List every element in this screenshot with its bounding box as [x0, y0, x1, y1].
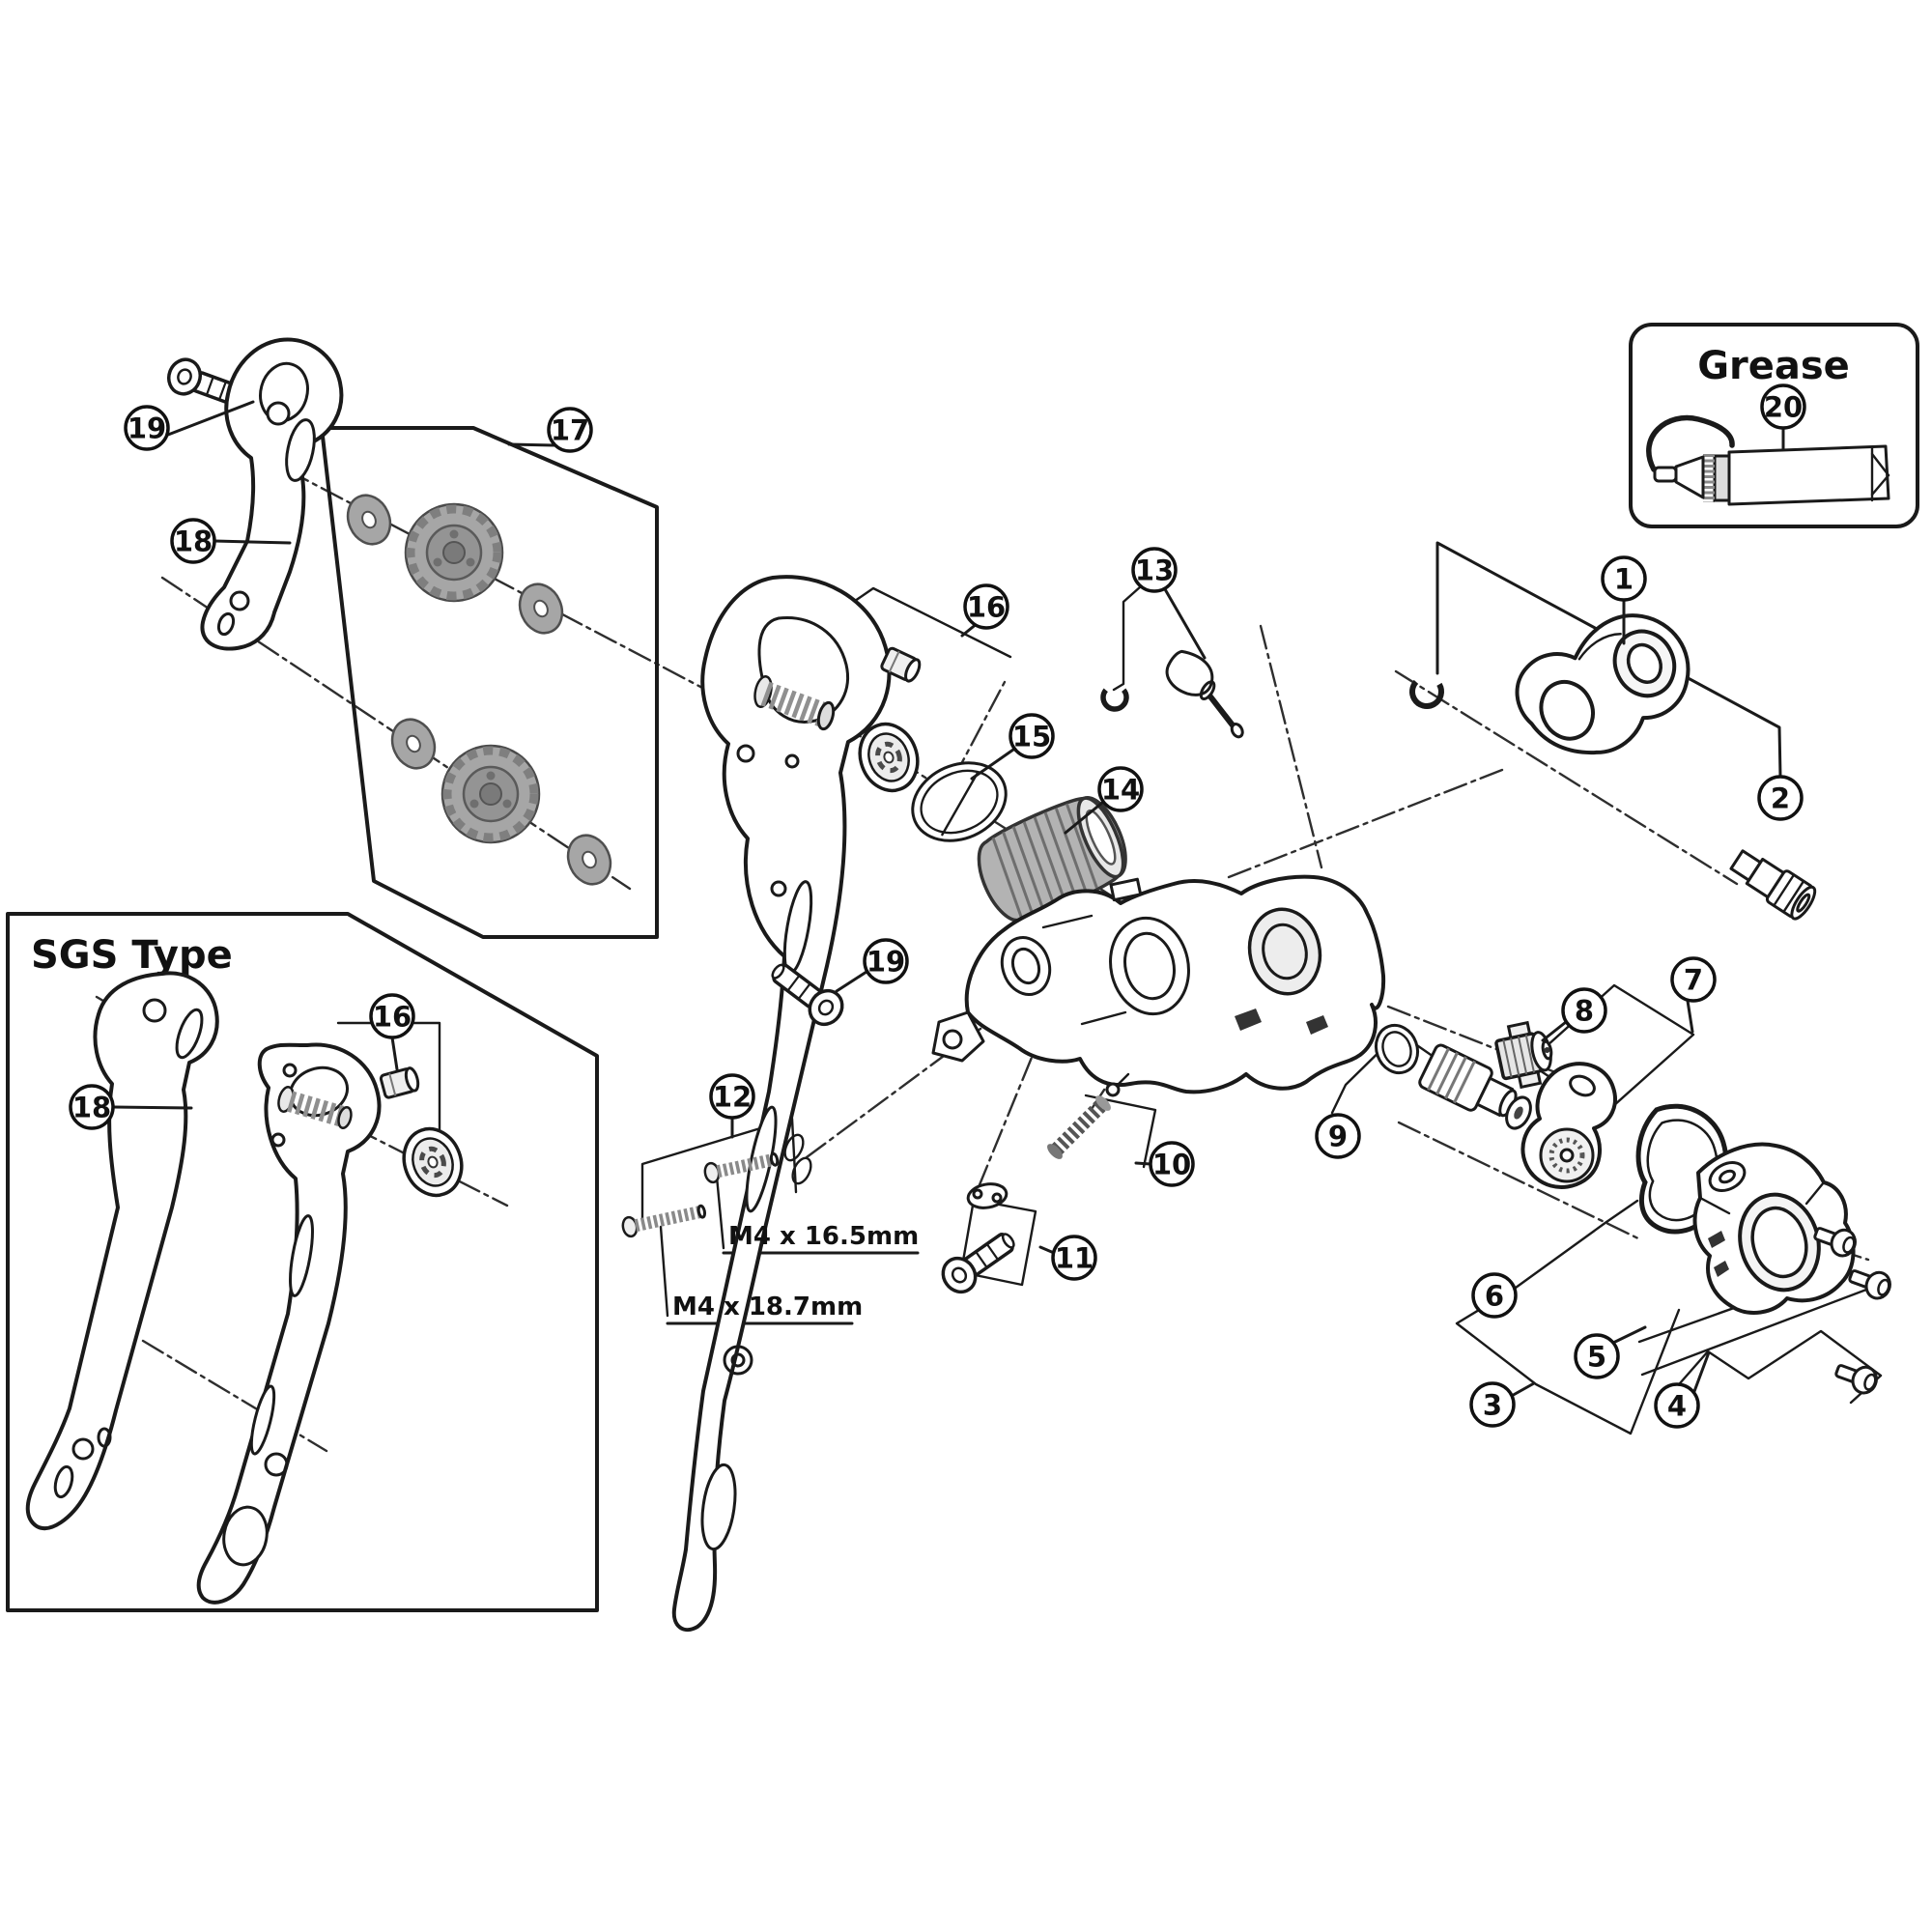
bracket-axle-unit	[1692, 1142, 1856, 1315]
bracket-12	[640, 1117, 798, 1222]
leader-lines	[111, 400, 1785, 1399]
dim-bracket-a	[715, 1175, 725, 1250]
derailleur-body	[931, 874, 1386, 1094]
callout-number-7: 7	[1684, 964, 1703, 997]
o-ring-seal	[911, 761, 1008, 842]
dim-label-m4-18-7: M4 x 18.7mm	[672, 1293, 863, 1321]
callout-19-lower: 19	[863, 938, 909, 984]
bracket-screw-2	[1844, 1262, 1895, 1303]
pulley-group-box	[320, 426, 659, 939]
cable-fixing-plate	[966, 1182, 1009, 1209]
callout-18-sgs: 18	[69, 1084, 115, 1130]
callout-20: 20	[1760, 384, 1806, 430]
callout-number-8: 8	[1575, 995, 1594, 1028]
bracket-11	[959, 1198, 1037, 1287]
callout-number-2: 2	[1771, 782, 1790, 815]
grease-box: Grease	[1629, 323, 1919, 528]
inner-cage-plate-sgs	[196, 1042, 382, 1605]
callout-number-12: 12	[713, 1081, 752, 1114]
callout-6: 6	[1471, 1272, 1518, 1319]
pulley-washer-2	[510, 576, 572, 641]
callout-16-main: 16	[963, 583, 1009, 630]
callout-number-18-main: 18	[174, 526, 213, 558]
callout-number-6: 6	[1485, 1280, 1504, 1313]
callout-10: 10	[1149, 1141, 1195, 1187]
callout-15: 15	[1009, 713, 1055, 759]
callout-number-16-sgs: 16	[373, 1001, 412, 1034]
callout-19-upper: 19	[124, 405, 170, 451]
bracket-screw-3	[1831, 1356, 1882, 1398]
callout-2: 2	[1757, 775, 1804, 821]
callout-8: 8	[1561, 987, 1607, 1034]
adjust-screw-a	[703, 1151, 780, 1184]
callout-number-16-main: 16	[967, 591, 1006, 624]
outer-cage-plate-main	[200, 337, 344, 651]
bracket-6	[1455, 1199, 1681, 1435]
callout-9: 9	[1315, 1113, 1361, 1159]
callout-1: 1	[1601, 555, 1647, 602]
callout-number-1: 1	[1614, 563, 1634, 596]
callout-number-18-sgs: 18	[72, 1092, 111, 1124]
b-oring	[1374, 1023, 1420, 1075]
pulley-washer-4	[558, 827, 620, 893]
dim-bracket-b	[659, 1225, 669, 1318]
callout-18-main: 18	[170, 518, 216, 564]
spring-cover-plate-sgs	[395, 1121, 470, 1204]
b-axle-nut	[1494, 1020, 1553, 1090]
callout-number-4: 4	[1667, 1390, 1687, 1423]
b-washer	[1505, 1095, 1532, 1130]
bolt-guide-line-b	[1640, 1285, 1876, 1377]
pulley-washer-1	[338, 487, 400, 553]
screw-link-piece	[783, 1133, 812, 1185]
cable-guide-clip	[1100, 683, 1129, 712]
callout-number-10: 10	[1152, 1149, 1191, 1181]
callout-number-11: 11	[1055, 1242, 1094, 1275]
callout-7: 7	[1670, 956, 1717, 1003]
tension-pulley	[442, 746, 539, 842]
pulley-washer-3	[383, 711, 444, 777]
callout-number-19-lower: 19	[867, 946, 905, 979]
guide-pulley	[406, 504, 502, 601]
b-bushing-unit	[1418, 1043, 1518, 1118]
dim-label-m4-16-5: M4 x 16.5mm	[728, 1222, 919, 1251]
callout-17: 17	[547, 407, 593, 453]
callout-14: 14	[1097, 766, 1144, 812]
b-tension-arm	[1520, 1062, 1617, 1189]
callout-number-20: 20	[1764, 391, 1803, 424]
cable-fixing-bolt	[934, 1222, 1024, 1300]
sgs-type-title: SGS Type	[31, 933, 233, 978]
callout-11: 11	[1051, 1235, 1097, 1281]
stopper-pin-sgs	[378, 1065, 422, 1100]
callout-number-13: 13	[1135, 554, 1174, 587]
callout-number-9: 9	[1328, 1121, 1348, 1153]
sgs-type-box: SGS Type	[6, 912, 599, 1612]
callout-number-19-upper: 19	[128, 412, 166, 445]
callout-number-15: 15	[1012, 721, 1051, 753]
inner-cage-plate-main	[671, 575, 892, 1633]
bracket-10	[1084, 1094, 1157, 1169]
c-clip	[1409, 674, 1444, 709]
grease-tube	[1646, 414, 1890, 506]
adjust-screw-b	[621, 1204, 707, 1238]
cable-clamp-stud	[1047, 1072, 1130, 1159]
callout-number-14: 14	[1101, 774, 1140, 807]
grease-title: Grease	[1697, 344, 1850, 388]
callout-number-5: 5	[1587, 1341, 1606, 1374]
outer-cage-plate-sgs	[25, 971, 219, 1530]
callout-12: 12	[709, 1073, 755, 1120]
callout-4: 4	[1654, 1382, 1700, 1429]
callout-5: 5	[1574, 1333, 1620, 1379]
cable-ferrule-unit	[1165, 649, 1244, 739]
bracket-13	[1112, 584, 1143, 692]
callout-number-17: 17	[551, 414, 589, 447]
link-unit	[1515, 613, 1690, 754]
callout-3: 3	[1469, 1381, 1516, 1428]
callout-13: 13	[1131, 547, 1178, 593]
mounting-bolt	[1729, 849, 1817, 921]
callout-16-sgs: 16	[369, 993, 415, 1039]
callout-number-3: 3	[1483, 1389, 1502, 1422]
